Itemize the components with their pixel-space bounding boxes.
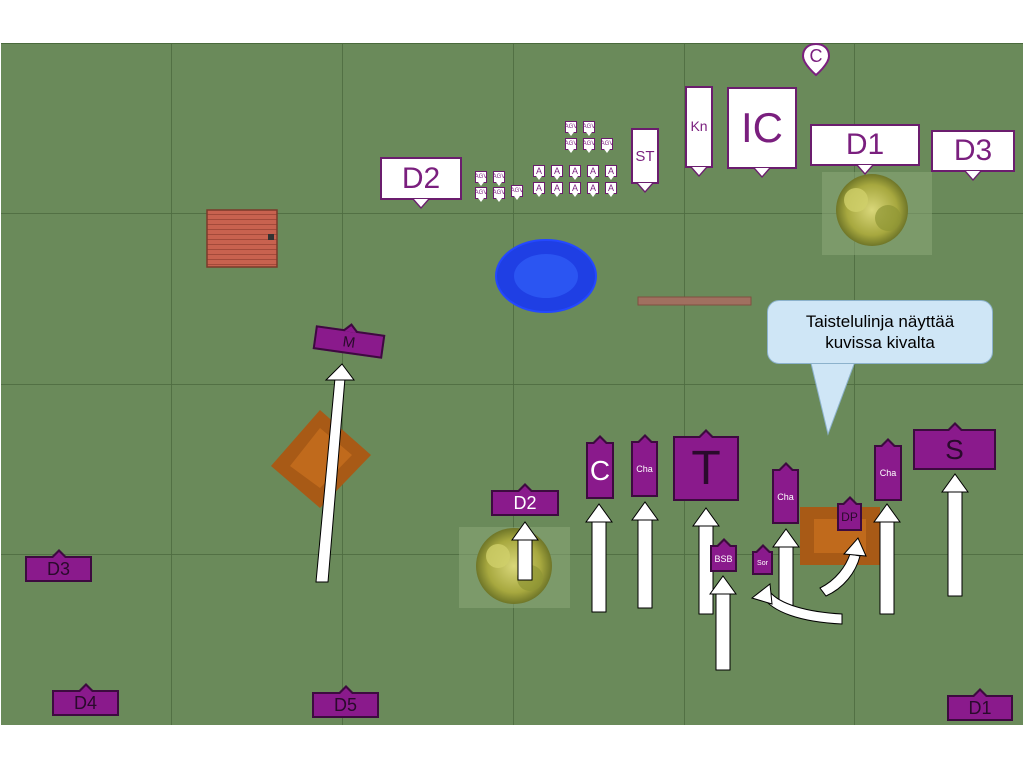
- unit-label: Cha: [879, 468, 897, 478]
- callout-line-1: Taistelulinja näyttää: [805, 312, 955, 331]
- grid-line: [1, 213, 1023, 214]
- enemy-unit-d2[interactable]: D2: [380, 157, 462, 200]
- unit-label: C: [589, 454, 611, 486]
- unit-c[interactable]: C: [586, 442, 614, 499]
- enemy-model-a[interactable]: A: [533, 165, 545, 177]
- enemy-model[interactable]: AGV: [475, 171, 487, 183]
- callout-line-2: kuvissa kivalta: [825, 333, 935, 352]
- unit-d3[interactable]: D3: [25, 556, 92, 582]
- move-arrow: [511, 521, 539, 581]
- unit-cha[interactable]: Cha: [631, 441, 658, 497]
- unit-label: D3: [953, 134, 993, 167]
- unit-label: Kn: [690, 118, 708, 134]
- movement-arrows: [315, 363, 969, 671]
- enemy-model[interactable]: AGV: [601, 138, 613, 150]
- enemy-model-a[interactable]: A: [569, 165, 581, 177]
- grid-line: [1, 384, 1023, 385]
- unit-label: D1: [845, 128, 885, 161]
- enemy-model-a[interactable]: A: [587, 165, 599, 177]
- unit-s[interactable]: S: [913, 429, 996, 470]
- enemy-model-a[interactable]: A: [587, 182, 599, 194]
- move-arrow: [772, 528, 800, 608]
- marker-label: C: [809, 46, 823, 66]
- unit-label: D3: [46, 558, 70, 579]
- unit-d1[interactable]: D1: [947, 695, 1013, 721]
- move-arrow: [750, 583, 843, 625]
- unit-label: ST: [635, 147, 655, 165]
- move-arrow: [315, 363, 355, 583]
- unit-label: Cha: [636, 464, 653, 474]
- unit-label: DP: [841, 510, 858, 524]
- enemy-model-a[interactable]: A: [551, 165, 563, 177]
- move-arrow: [819, 537, 867, 597]
- unit-label: S: [945, 433, 964, 465]
- enemy-model[interactable]: AGV: [511, 185, 523, 197]
- unit-label: T: [691, 442, 721, 495]
- hill: [271, 410, 371, 508]
- move-arrow: [709, 575, 737, 671]
- unit-sor[interactable]: Sor: [752, 551, 773, 575]
- unit-label: D2: [513, 492, 537, 513]
- unit-label: D4: [73, 692, 97, 713]
- unit-label: IC: [741, 104, 783, 151]
- unit-t[interactable]: T: [673, 436, 739, 501]
- move-arrow: [631, 501, 659, 609]
- callout-pointer: [809, 358, 857, 436]
- unit-label: D5: [333, 694, 357, 715]
- enemy-model-a[interactable]: A: [551, 182, 563, 194]
- enemy-model-a[interactable]: A: [533, 182, 545, 194]
- enemy-model[interactable]: AGV: [565, 138, 577, 150]
- enemy-model-a[interactable]: A: [569, 182, 581, 194]
- enemy-unit-st[interactable]: ST: [631, 128, 659, 184]
- unit-label: BSB: [714, 553, 733, 564]
- callout-bubble: Taistelulinja näyttää kuvissa kivalta: [767, 300, 993, 364]
- unit-d4[interactable]: D4: [52, 690, 119, 716]
- enemy-model-a[interactable]: A: [605, 182, 617, 194]
- unit-label: D1: [968, 697, 992, 718]
- enemy-unit-d1[interactable]: D1: [810, 124, 920, 166]
- enemy-model[interactable]: AGV: [583, 121, 595, 133]
- building: [206, 209, 278, 268]
- unit-cha[interactable]: Cha: [772, 469, 799, 524]
- enemy-model-a[interactable]: A: [605, 165, 617, 177]
- enemy-unit-kn[interactable]: Kn: [685, 86, 713, 168]
- marker-pin-icon[interactable]: [801, 42, 831, 78]
- unit-cha[interactable]: Cha: [874, 445, 902, 501]
- enemy-model[interactable]: AGV: [493, 171, 505, 183]
- enemy-unit-d3[interactable]: D3: [931, 130, 1015, 172]
- enemy-unit-ic[interactable]: IC: [727, 87, 797, 169]
- unit-bsb[interactable]: BSB: [710, 545, 737, 572]
- unit-label: D2: [401, 161, 441, 195]
- forest: [822, 172, 932, 255]
- enemy-model[interactable]: AGV: [493, 187, 505, 199]
- fence: [637, 296, 752, 306]
- unit-label: Sor: [757, 559, 768, 567]
- unit-d2[interactable]: D2: [491, 490, 559, 516]
- move-arrow: [941, 473, 969, 597]
- unit-d5[interactable]: D5: [312, 692, 379, 718]
- unit-label: M: [341, 332, 357, 352]
- unit-label: Cha: [777, 491, 794, 502]
- move-arrow: [585, 503, 613, 613]
- enemy-model[interactable]: AGV: [475, 187, 487, 199]
- enemy-model[interactable]: AGV: [565, 121, 577, 133]
- unit-dp[interactable]: DP: [837, 503, 862, 531]
- lake: [495, 239, 597, 313]
- move-arrow: [873, 503, 901, 615]
- enemy-model[interactable]: AGV: [583, 138, 595, 150]
